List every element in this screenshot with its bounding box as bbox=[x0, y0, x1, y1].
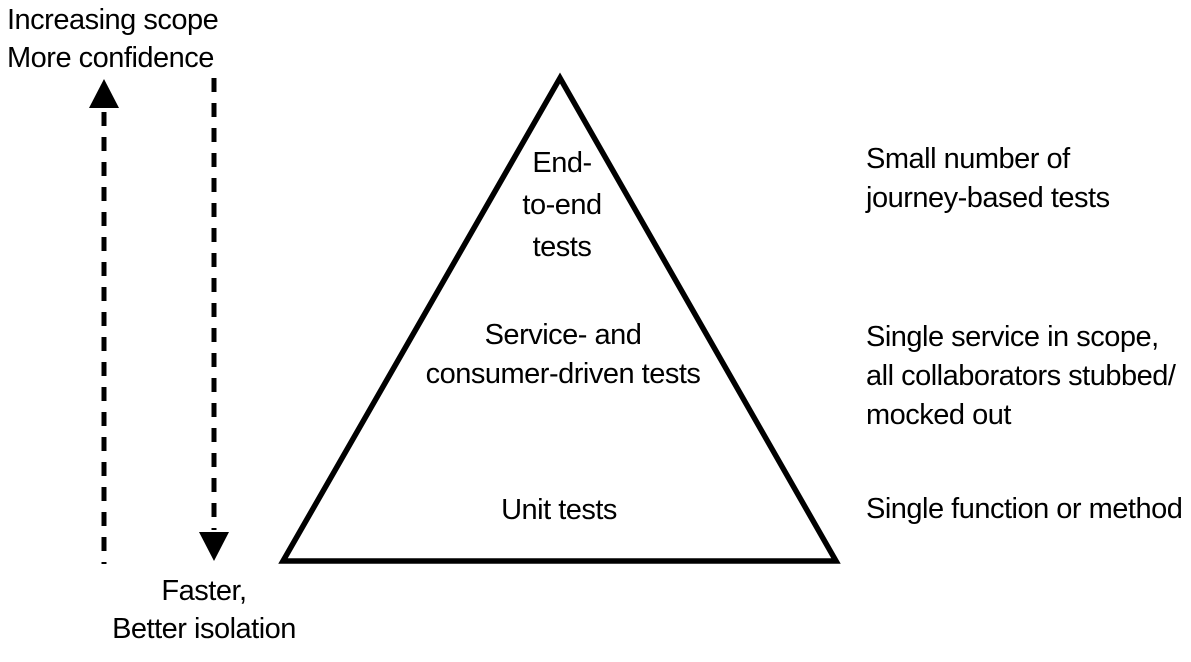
arrowhead-down-icon bbox=[199, 532, 229, 561]
pyramid-level-service-label: Service- and consumer-driven tests bbox=[425, 319, 701, 390]
annotation-service: Single service in scope, all collaborato… bbox=[866, 321, 1176, 431]
gauge-bottom-label: Faster, Better isolation bbox=[112, 575, 296, 645]
pyramid-level-unit-label: Unit tests bbox=[501, 494, 617, 526]
arrowhead-up-icon bbox=[89, 79, 119, 108]
gauge-top-label: Increasing scope More confidence bbox=[7, 4, 219, 74]
annotation-unit: Single function or method bbox=[866, 493, 1183, 525]
pyramid-level-end-to-end-label: End- to-end tests bbox=[522, 147, 602, 263]
annotation-end-to-end: Small number of journey-based tests bbox=[866, 143, 1110, 214]
pyramid-triangle bbox=[278, 72, 841, 564]
